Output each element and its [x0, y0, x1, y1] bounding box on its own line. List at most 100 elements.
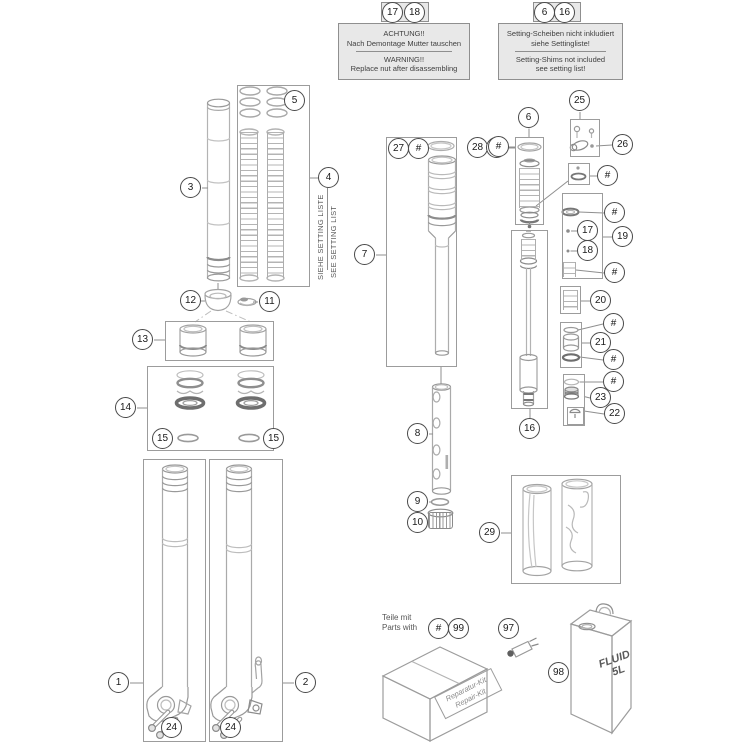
warning-de-body: Nach Demontage Mutter tauschen: [346, 38, 462, 48]
setting-note-de: SIEHE SETTING LISTE: [316, 194, 325, 280]
fluid-can-art: [569, 603, 633, 735]
group-box-leg-right: [209, 459, 283, 742]
warning-de-title: ACHTUNG!!: [383, 29, 425, 39]
repair-kit-box-art: [381, 646, 489, 742]
warning-box-nut: ACHTUNG!! Nach Demontage Mutter tauschen…: [338, 23, 470, 80]
divider: [355, 51, 453, 52]
callout-2[interactable]: 2: [295, 672, 316, 693]
group-box-damping-rod: [511, 230, 548, 409]
callout-4[interactable]: 4: [318, 167, 339, 188]
warning-en-title: WARNING!!: [383, 54, 425, 64]
callout-hash-27[interactable]: #: [408, 138, 429, 159]
lock-nut-art: [428, 512, 453, 529]
callout-23[interactable]: 23: [590, 387, 611, 408]
group-box-compression-valve: [515, 137, 544, 225]
callout-15-left[interactable]: 15: [152, 428, 173, 449]
callout-29[interactable]: 29: [479, 522, 500, 543]
center-lines: [194, 310, 252, 323]
group-box-spacers: [165, 321, 274, 361]
callout-28[interactable]: 28: [467, 137, 488, 158]
adjuster-parts-art: [569, 125, 595, 181]
callout-17-warning[interactable]: 17: [382, 2, 403, 23]
rebound-spring-art: [563, 262, 576, 277]
valve-spring-art: [519, 168, 540, 208]
callout-hash-6[interactable]: #: [488, 136, 509, 157]
main-spring-left-art: [240, 132, 258, 278]
group-box-springs: [237, 85, 310, 287]
main-spring-right-art: [267, 132, 284, 278]
group-box-seal-kit: [147, 366, 274, 451]
callout-hash-kit[interactable]: #: [428, 618, 449, 639]
warning-en-body: Replace nut after disassembling: [350, 64, 458, 74]
group-box-protectors: [511, 475, 621, 584]
callout-18[interactable]: 18: [577, 240, 598, 261]
callout-hash-spring[interactable]: #: [604, 262, 625, 283]
group-box-knob-inner: [567, 407, 584, 425]
setting-note-en: SEE SETTING LIST: [329, 205, 338, 278]
setting-note-divider: [327, 188, 328, 270]
callout-25[interactable]: 25: [569, 90, 590, 111]
callout-20[interactable]: 20: [590, 290, 611, 311]
callout-21[interactable]: 21: [590, 332, 611, 353]
callout-6[interactable]: 6: [518, 107, 539, 128]
callout-24-left[interactable]: 24: [161, 717, 182, 738]
callout-98[interactable]: 98: [548, 662, 569, 683]
fork-protector-art: [522, 478, 593, 577]
warning-box-shims: Setting-Scheiben nicht inkludiert siehe …: [498, 23, 623, 80]
callout-hash-washer[interactable]: #: [604, 202, 625, 223]
callout-99[interactable]: 99: [448, 618, 469, 639]
callout-22[interactable]: 22: [604, 403, 625, 424]
fork-tube-art: [206, 98, 231, 282]
callout-3[interactable]: 3: [180, 177, 201, 198]
grease-tube-art: [507, 637, 539, 658]
callout-26[interactable]: 26: [612, 134, 633, 155]
callout-12[interactable]: 12: [180, 290, 201, 311]
callout-hash-valve-top[interactable]: #: [603, 313, 624, 334]
group-box-spring-small: [560, 286, 581, 314]
kit-note-en: Parts with: [382, 623, 418, 632]
callout-27[interactable]: 27: [388, 138, 409, 159]
callout-13[interactable]: 13: [132, 329, 153, 350]
callout-hash-oring[interactable]: #: [597, 165, 618, 186]
group-box-rebound: [562, 193, 603, 279]
adjuster-knob-art: [563, 378, 581, 418]
kit-note-de: Teile mit: [382, 613, 412, 622]
callout-5[interactable]: 5: [284, 90, 305, 111]
group-box-valve-stack: [560, 322, 582, 368]
group-box-adjuster: [570, 119, 600, 157]
callout-18-warning[interactable]: 18: [404, 2, 425, 23]
group-box-leg-left: [143, 459, 206, 742]
compression-valve-art: [517, 142, 542, 229]
callout-1[interactable]: 1: [108, 672, 129, 693]
note-de-line2: siehe Settingliste!: [531, 38, 590, 48]
group-box-oring: [568, 163, 590, 185]
leader-lines: [130, 112, 613, 684]
spring-retainer-art: [204, 288, 257, 312]
callout-hash-knob[interactable]: #: [603, 371, 624, 392]
callout-10[interactable]: 10: [407, 512, 428, 533]
cartridge-art: [427, 140, 457, 356]
callout-14[interactable]: 14: [115, 397, 136, 418]
callout-17[interactable]: 17: [577, 220, 598, 241]
callout-97[interactable]: 97: [498, 618, 519, 639]
seal-kit-art: [174, 370, 267, 443]
callout-6-warning[interactable]: 6: [534, 2, 555, 23]
callout-19[interactable]: 19: [612, 226, 633, 247]
callout-24-right[interactable]: 24: [220, 717, 241, 738]
callout-15-right[interactable]: 15: [263, 428, 284, 449]
callout-8[interactable]: 8: [407, 423, 428, 444]
divider: [514, 51, 606, 52]
group-box-cartridge: [386, 137, 457, 367]
callout-16-warning[interactable]: 16: [554, 2, 575, 23]
callout-11[interactable]: 11: [259, 291, 280, 312]
callout-9[interactable]: 9: [407, 491, 428, 512]
note-en-line1: Setting-Shims not included: [515, 54, 606, 64]
check-spring-art: [563, 290, 578, 310]
callout-7[interactable]: 7: [354, 244, 375, 265]
callout-16[interactable]: 16: [519, 418, 540, 439]
callout-hash-valve-bottom[interactable]: #: [603, 349, 624, 370]
note-en-line2: see setting list!: [535, 64, 586, 74]
damping-rod-art: [519, 230, 538, 407]
